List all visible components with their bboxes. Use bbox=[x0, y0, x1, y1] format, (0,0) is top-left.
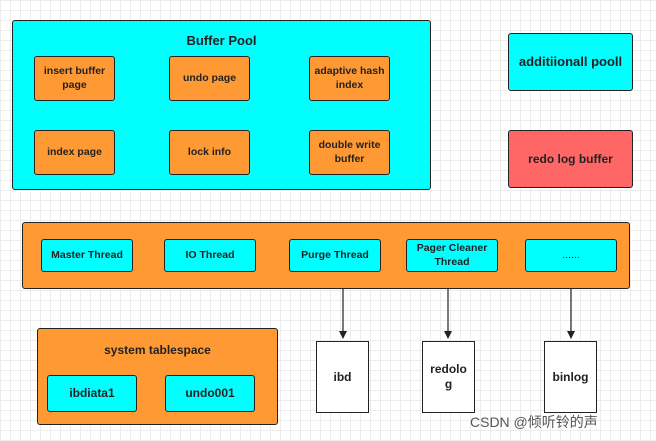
redolog-file-box: redolo g bbox=[422, 341, 475, 413]
adaptive-hash-index-box: adaptive hash index bbox=[309, 56, 390, 101]
redo-log-buffer-box: redo log buffer bbox=[508, 130, 633, 188]
insert-buffer-page-box: insert buffer page bbox=[34, 56, 115, 101]
watermark: CSDN @倾听铃的声 bbox=[470, 414, 598, 430]
io-thread-box: IO Thread bbox=[164, 239, 256, 272]
lock-info-box: lock info bbox=[169, 130, 250, 175]
ibd-file-box: ibd bbox=[316, 341, 369, 413]
additional-pool-box: additiionall pooll bbox=[508, 33, 633, 91]
purge-thread-box: Purge Thread bbox=[289, 239, 381, 272]
binlog-file-box: binlog bbox=[544, 341, 597, 413]
system-tablespace-title: system tablespace bbox=[104, 343, 211, 357]
index-page-box: index page bbox=[34, 130, 115, 175]
undo-page-box: undo page bbox=[169, 56, 250, 101]
double-write-buffer-box: double write buffer bbox=[309, 130, 390, 175]
ibdata1-box: ibdiata1 bbox=[47, 375, 137, 412]
buffer-pool-title: Buffer Pool bbox=[186, 33, 257, 48]
more-threads-box: ...... bbox=[525, 239, 617, 272]
pager-cleaner-thread-box: Pager Cleaner Thread bbox=[406, 239, 498, 272]
undo001-box: undo001 bbox=[165, 375, 255, 412]
master-thread-box: Master Thread bbox=[41, 239, 133, 272]
